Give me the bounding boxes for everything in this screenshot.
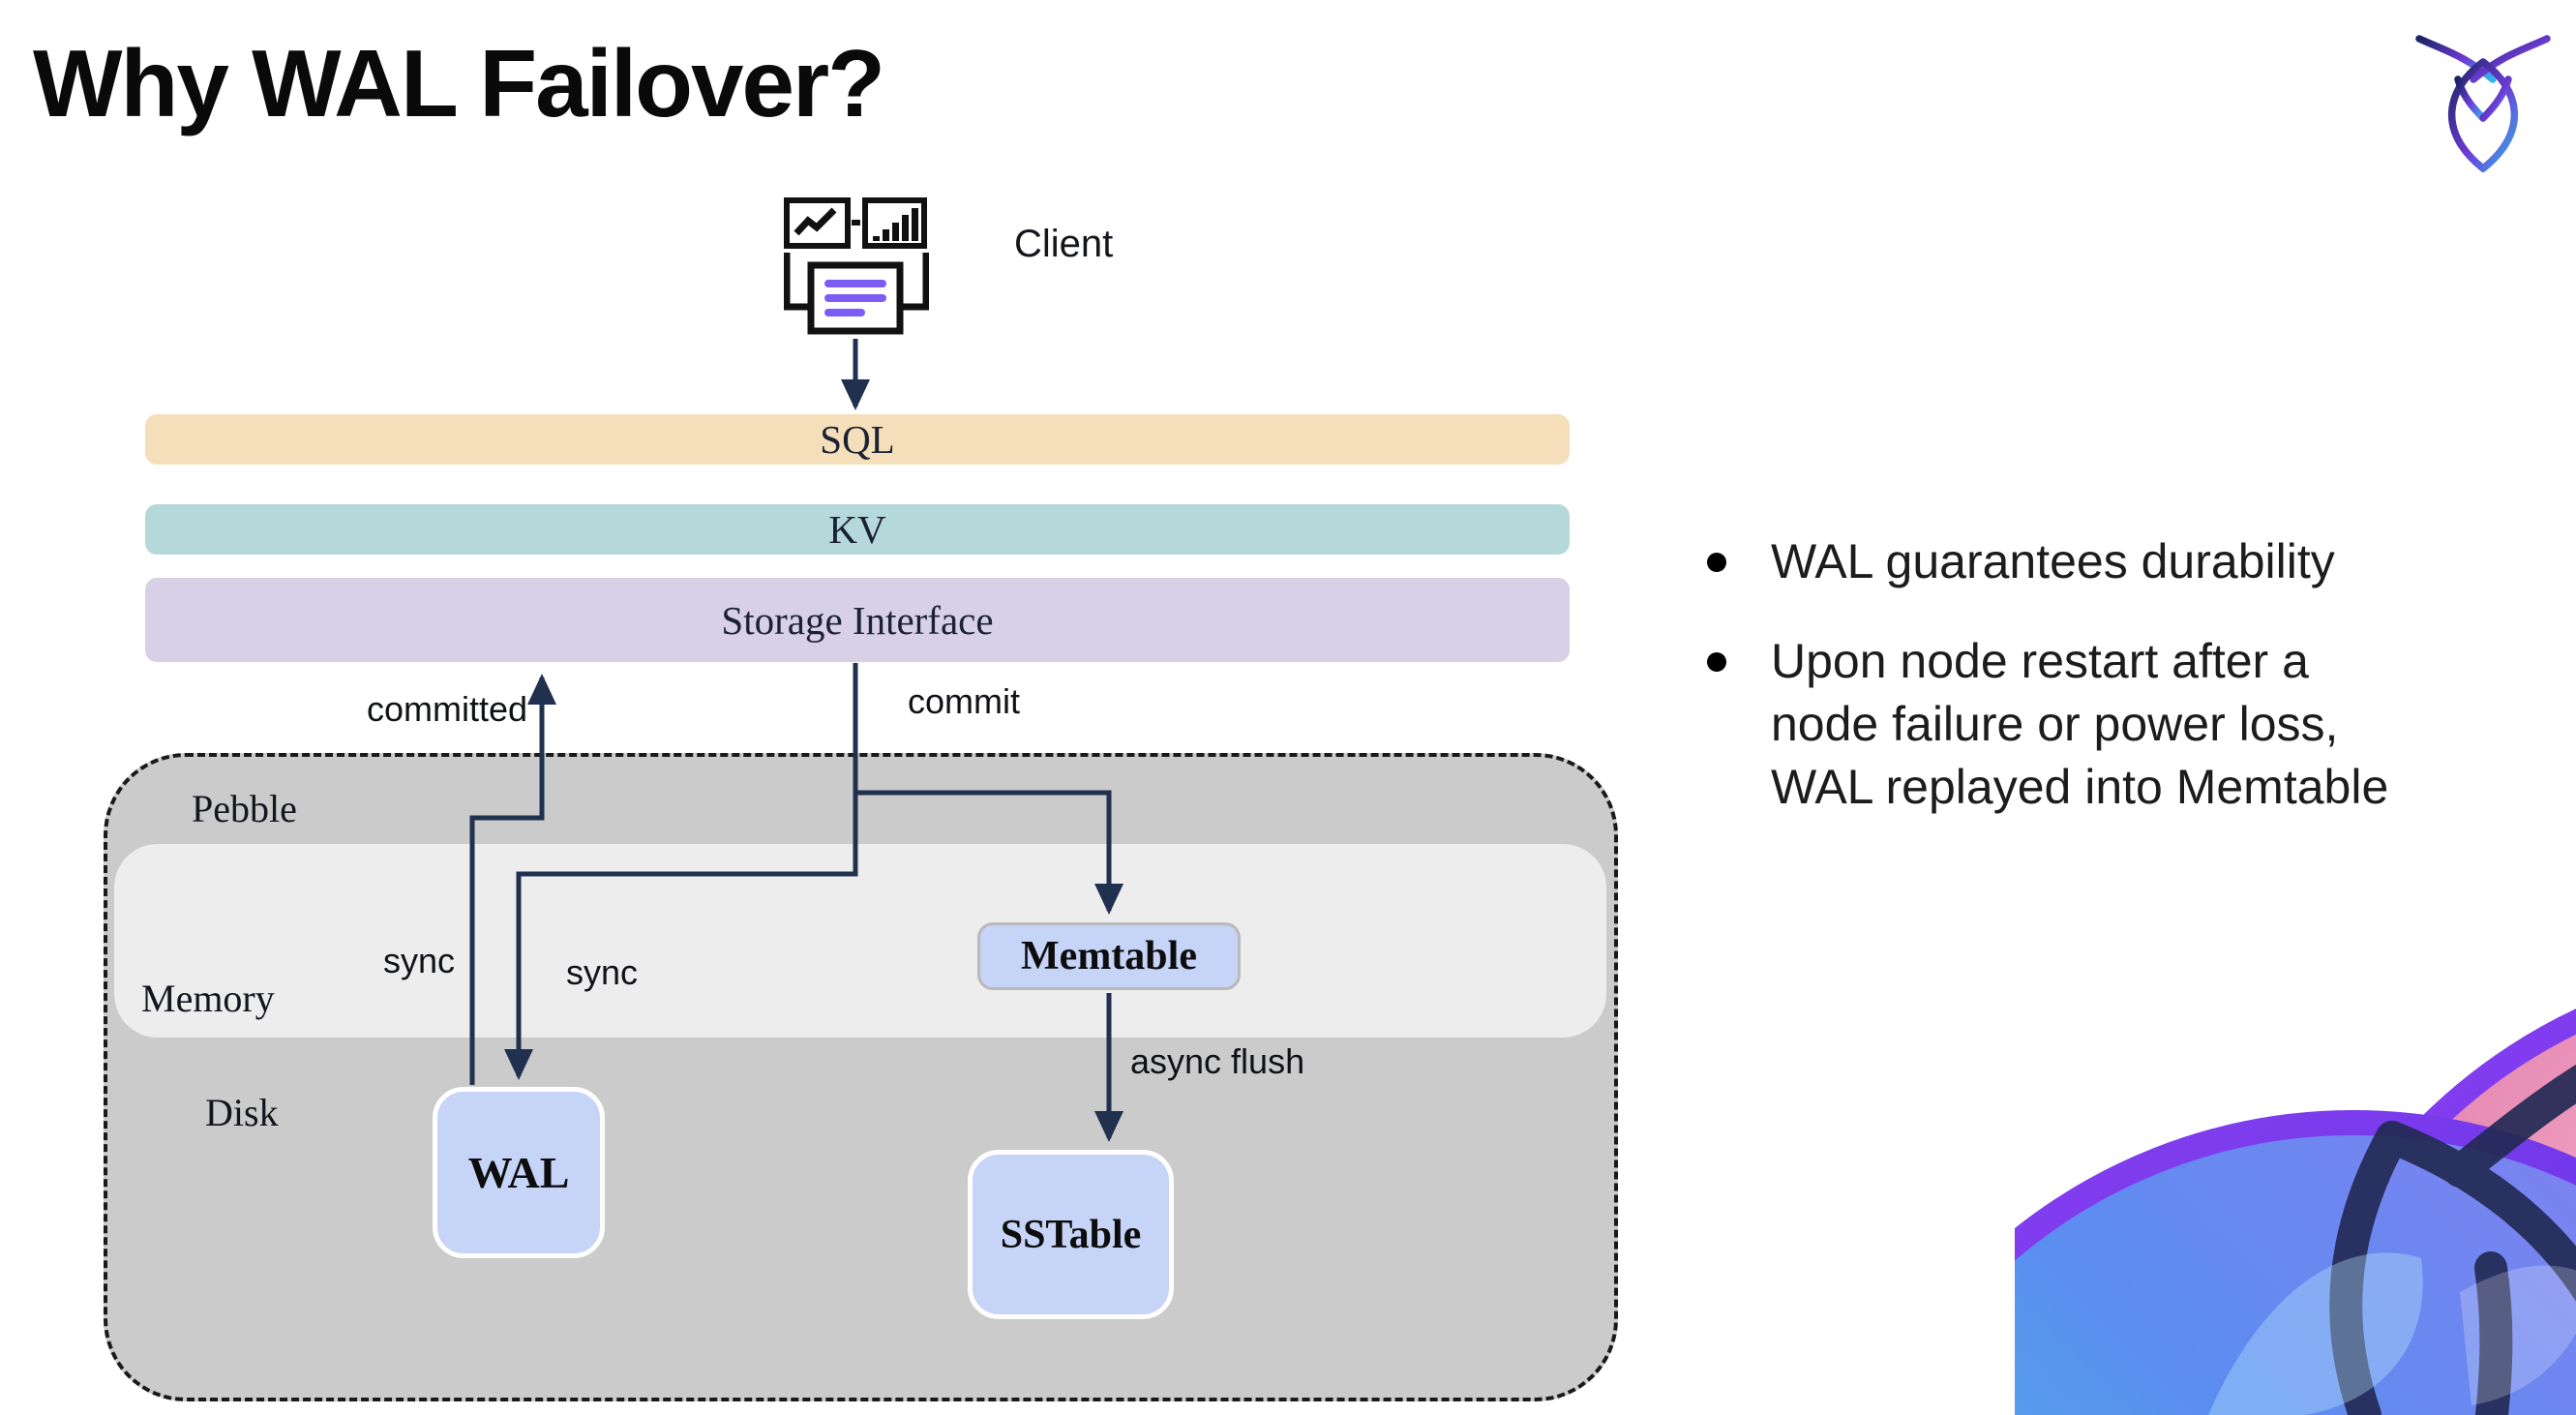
sstable-box: SSTable <box>968 1150 1174 1319</box>
disk-label: Disk <box>205 1091 279 1134</box>
client-label: Client <box>1014 223 1114 265</box>
client-icon <box>784 197 929 335</box>
monitor-brackets-icon <box>784 253 929 311</box>
bullet-item: Upon node restart after a node failure o… <box>1695 630 2566 819</box>
bullet-dot-icon <box>1707 553 1726 572</box>
wal-box-label: WAL <box>467 1148 570 1197</box>
bullet-dot-icon <box>1707 652 1726 672</box>
bullet-list: WAL guarantees durability Upon node rest… <box>1695 530 2566 856</box>
memtable-box-label: Memtable <box>1021 934 1197 978</box>
bullet-text: Upon node restart after a node failure o… <box>1771 634 2389 814</box>
leaf-highlight-left <box>2208 1252 2423 1415</box>
bar-chart-bars <box>873 208 918 241</box>
async-flush-edge-label: async flush <box>1130 1041 1305 1081</box>
sstable-box-label: SSTable <box>1000 1212 1142 1257</box>
memory-label: Memory <box>141 977 275 1020</box>
kv-layer-label: KV <box>828 507 886 552</box>
committed-edge-label: committed <box>366 689 527 729</box>
storage-interface-layer-bar: Storage Interface <box>145 578 1570 662</box>
sync-right-edge-label: sync <box>566 952 639 992</box>
line-chart-icon <box>784 197 851 249</box>
bullet-text: WAL guarantees durability <box>1771 534 2335 588</box>
wal-box: WAL <box>433 1087 605 1258</box>
document-text-lines <box>824 280 886 316</box>
sql-layer-bar: SQL <box>145 414 1570 465</box>
commit-edge-label: commit <box>908 681 1020 721</box>
bullet-item: WAL guarantees durability <box>1695 530 2566 593</box>
line-chart-line <box>794 207 837 236</box>
page-title: Why WAL Failover? <box>33 30 885 136</box>
brand-corner-art <box>2015 1009 2576 1415</box>
cockroach-logo-icon <box>2415 35 2551 172</box>
leaf-highlight-right <box>2460 1265 2576 1405</box>
blue-circle <box>2015 1110 2576 1415</box>
kv-layer-bar: KV <box>145 504 1570 555</box>
memtable-box: Memtable <box>977 922 1241 990</box>
storage-interface-label: Storage Interface <box>721 597 994 643</box>
glyph-strokes <box>2329 1064 2576 1415</box>
sql-layer-label: SQL <box>820 417 895 462</box>
sync-left-edge-label: sync <box>382 941 455 980</box>
pebble-label: Pebble <box>192 787 297 830</box>
